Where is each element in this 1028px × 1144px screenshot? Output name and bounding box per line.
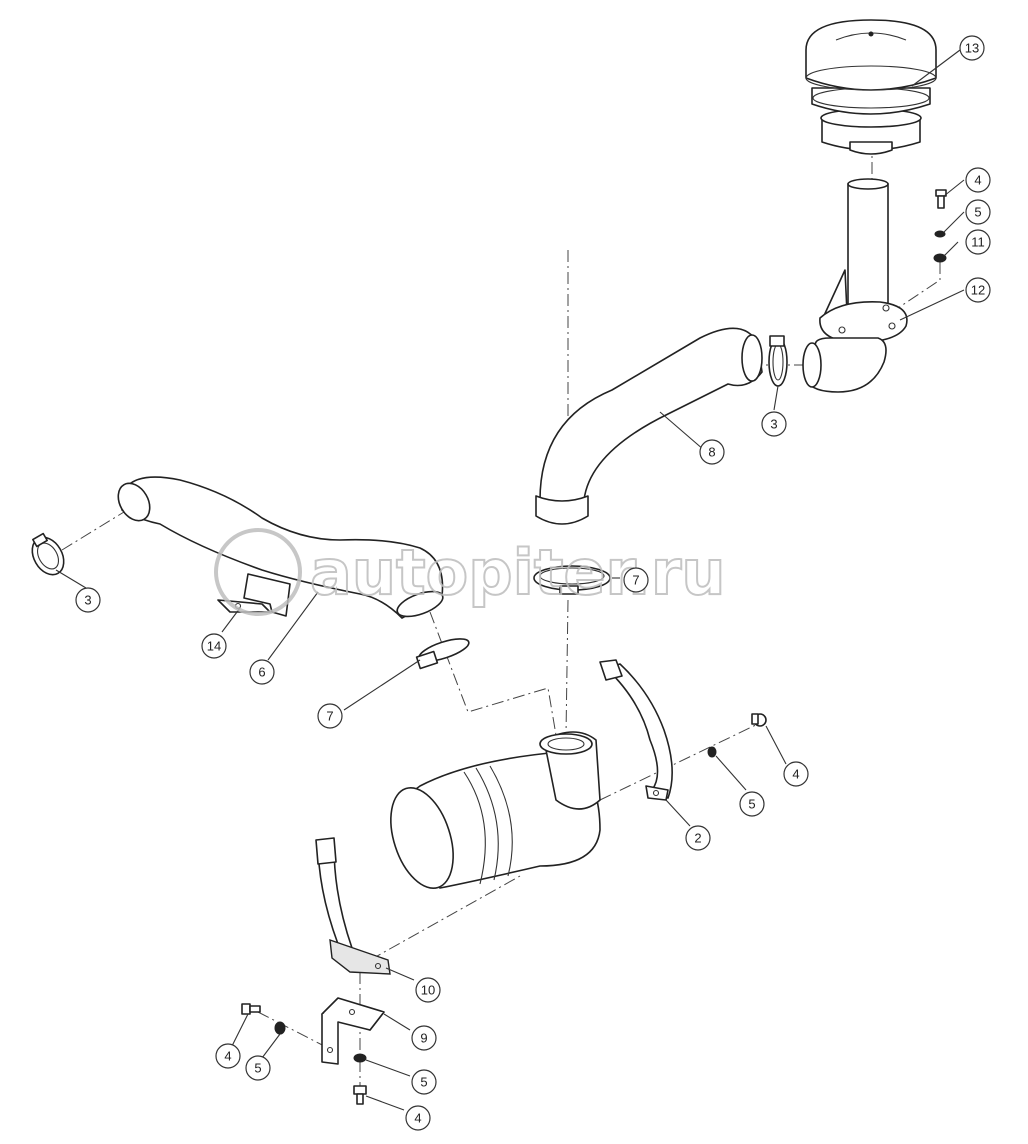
callout-8: 8 bbox=[699, 439, 725, 465]
callout-6: 6 bbox=[249, 659, 275, 685]
callout-4: 4 bbox=[965, 167, 991, 193]
callout-4: 4 bbox=[215, 1043, 241, 1069]
hose-clamp-upper bbox=[768, 335, 788, 387]
fasteners bbox=[241, 189, 947, 1105]
washer-bracket-left bbox=[274, 1021, 286, 1035]
callout-7: 7 bbox=[317, 703, 343, 729]
callout-7: 7 bbox=[623, 567, 649, 593]
svg-text:7: 7 bbox=[326, 709, 333, 724]
svg-text:8: 8 bbox=[708, 445, 715, 460]
svg-text:5: 5 bbox=[974, 205, 981, 220]
svg-text:4: 4 bbox=[224, 1049, 231, 1064]
air-filter-housing bbox=[390, 731, 601, 890]
callout-5: 5 bbox=[411, 1069, 437, 1095]
intake-pipe bbox=[821, 178, 889, 335]
svg-text:6: 6 bbox=[258, 665, 265, 680]
washer-filter-right bbox=[707, 746, 717, 758]
leader-lines bbox=[55, 49, 965, 1111]
mounting-strap-right bbox=[599, 659, 673, 801]
watermark: autopiter.ru bbox=[214, 528, 727, 616]
svg-text:5: 5 bbox=[254, 1061, 261, 1076]
svg-text:3: 3 bbox=[84, 593, 91, 608]
svg-text:5: 5 bbox=[748, 797, 755, 812]
watermark-logo-icon bbox=[214, 528, 302, 616]
hose-clamp-lower bbox=[415, 638, 470, 670]
lock-washer-upper-right bbox=[933, 253, 947, 263]
bolt-upper-right bbox=[935, 189, 947, 209]
svg-text:11: 11 bbox=[971, 235, 985, 250]
callout-5: 5 bbox=[245, 1055, 271, 1081]
callout-13: 13 bbox=[959, 35, 985, 61]
svg-text:4: 4 bbox=[974, 173, 981, 188]
svg-text:2: 2 bbox=[694, 831, 701, 846]
svg-text:13: 13 bbox=[965, 41, 979, 56]
svg-text:7: 7 bbox=[632, 573, 639, 588]
svg-text:14: 14 bbox=[207, 639, 221, 654]
callout-4: 4 bbox=[405, 1105, 431, 1131]
svg-text:4: 4 bbox=[792, 767, 799, 782]
callout-9: 9 bbox=[411, 1025, 437, 1051]
callout-4: 4 bbox=[783, 761, 809, 787]
callout-10: 10 bbox=[415, 977, 441, 1003]
callout-3: 3 bbox=[761, 411, 787, 437]
callouts: 13 4 5 11 12 3 8 3 bbox=[75, 35, 991, 1131]
svg-text:3: 3 bbox=[770, 417, 777, 432]
curved-air-hose bbox=[535, 327, 763, 525]
mounting-strap-left bbox=[315, 837, 391, 975]
callout-5: 5 bbox=[965, 199, 991, 225]
svg-text:10: 10 bbox=[421, 983, 435, 998]
hose-clamp-left bbox=[31, 532, 65, 576]
bolt-bracket-left bbox=[241, 1003, 261, 1015]
watermark-text: autopiter.ru bbox=[310, 536, 726, 609]
callout-3: 3 bbox=[75, 587, 101, 613]
hose-clamp-center bbox=[533, 565, 611, 595]
washer-upper-right bbox=[934, 230, 946, 238]
callout-2: 2 bbox=[685, 825, 711, 851]
pipe-elbow-upper bbox=[802, 337, 887, 393]
callout-14: 14 bbox=[201, 633, 227, 659]
callout-12: 12 bbox=[965, 277, 991, 303]
svg-text:4: 4 bbox=[414, 1111, 421, 1126]
bolt-bracket-bottom bbox=[353, 1085, 367, 1105]
svg-text:12: 12 bbox=[971, 283, 985, 298]
svg-text:5: 5 bbox=[420, 1075, 427, 1090]
bolt-filter-right bbox=[751, 713, 767, 727]
washer-bracket-bottom bbox=[353, 1053, 367, 1063]
callout-11: 11 bbox=[965, 229, 991, 255]
assembly-centerlines bbox=[61, 140, 941, 1090]
inlet-hose-left bbox=[117, 476, 444, 619]
l-bracket bbox=[321, 997, 385, 1065]
mounting-flange bbox=[819, 301, 908, 343]
svg-text:9: 9 bbox=[420, 1031, 427, 1046]
callout-5: 5 bbox=[739, 791, 765, 817]
pre-cleaner-cap bbox=[805, 19, 937, 155]
